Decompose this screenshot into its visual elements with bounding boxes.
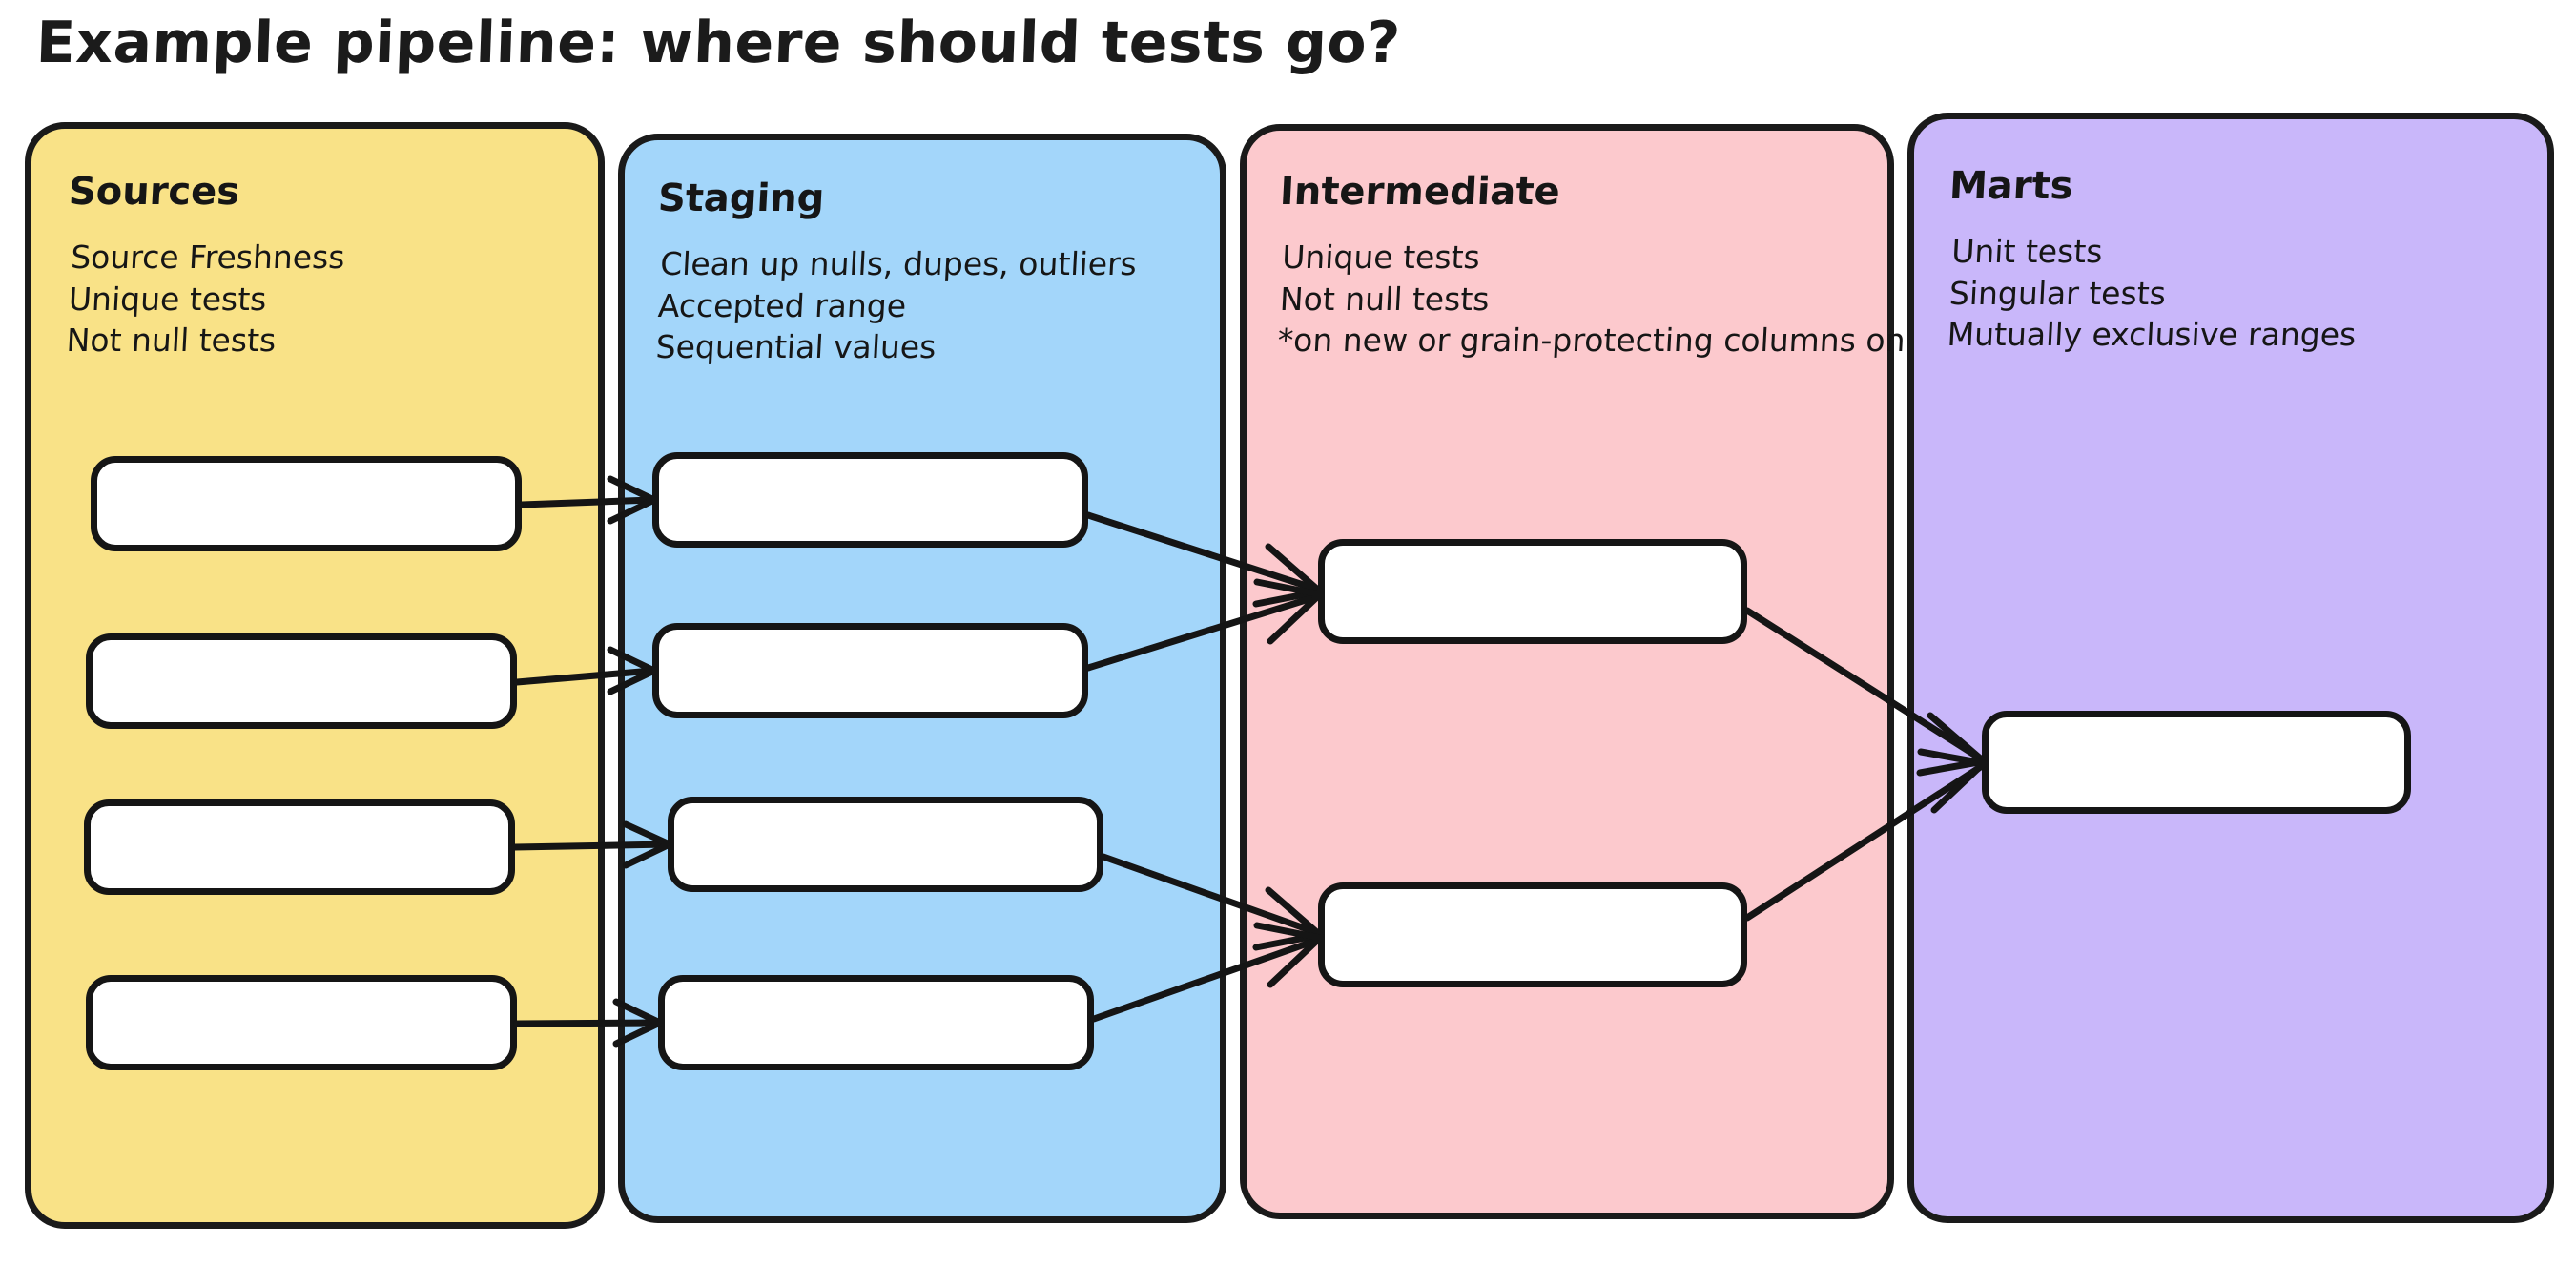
lane-note-line: Mutually exclusive ranges	[1946, 316, 2358, 354]
lane-note-line: Unit tests	[1950, 233, 2104, 270]
lane-heading-intermediate: Intermediate	[1278, 170, 1561, 214]
lane-notes-staging: Clean up nulls, dupes, outliers Accepted…	[655, 243, 1138, 368]
lane-marts	[1907, 113, 2554, 1223]
lane-note-line: Not null tests	[1278, 280, 1491, 318]
node-mart-1[interactable]	[1982, 711, 2411, 814]
node-intermediate-2[interactable]	[1318, 882, 1747, 987]
lane-note-line: Unique tests	[67, 280, 268, 318]
node-source-1[interactable]	[91, 456, 522, 551]
node-source-2[interactable]	[86, 633, 517, 729]
lane-note-line: Source Freshness	[70, 239, 346, 276]
node-staging-1[interactable]	[652, 452, 1088, 548]
node-intermediate-1[interactable]	[1318, 539, 1747, 644]
lane-heading-sources: Sources	[67, 170, 241, 214]
node-staging-3[interactable]	[668, 797, 1103, 892]
page-title: Example pipeline: where should tests go?	[34, 10, 1402, 76]
node-source-3[interactable]	[84, 799, 515, 895]
lane-notes-marts: Unit tests Singular tests Mutually exclu…	[1947, 231, 2361, 356]
lane-heading-marts: Marts	[1947, 164, 2074, 208]
lane-note-line: Clean up nulls, dupes, outliers	[659, 245, 1138, 282]
lane-note-line: Singular tests	[1947, 274, 2167, 312]
lane-note-line: Sequential values	[654, 328, 938, 366]
node-staging-4[interactable]	[658, 975, 1094, 1070]
lane-note-line: Unique tests	[1281, 239, 1481, 276]
lane-notes-sources: Source Freshness Unique tests Not null t…	[66, 237, 346, 362]
lane-note-line: Not null tests	[65, 322, 278, 360]
lane-note-line: *on new or grain-protecting columns only	[1276, 322, 1934, 360]
lane-note-line: Accepted range	[656, 286, 908, 324]
lane-notes-intermediate: Unique tests Not null tests *on new or g…	[1277, 237, 1938, 362]
node-staging-2[interactable]	[652, 623, 1088, 718]
node-source-4[interactable]	[86, 975, 517, 1070]
lane-heading-staging: Staging	[656, 176, 826, 220]
